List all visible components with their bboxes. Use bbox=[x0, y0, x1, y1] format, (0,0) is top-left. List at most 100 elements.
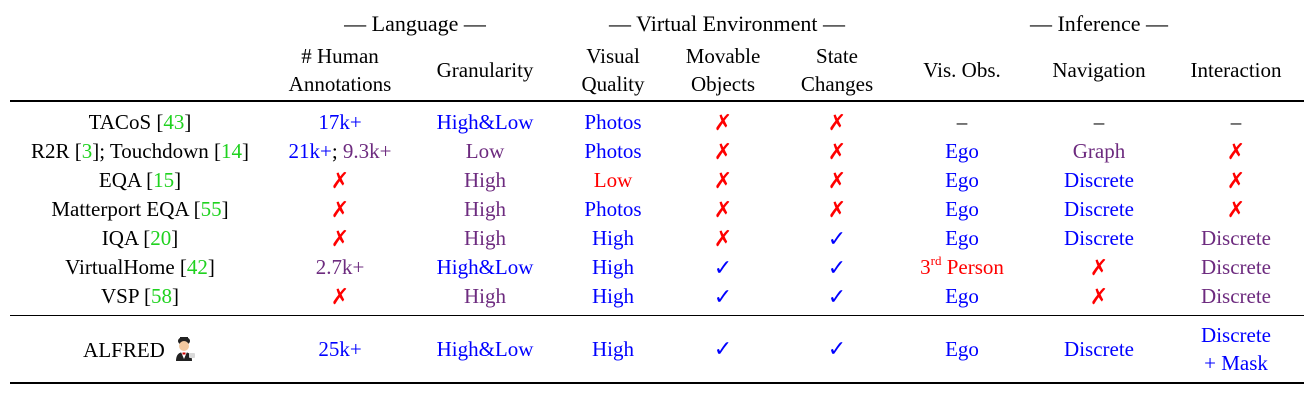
header-visual-quality: Visual Quality bbox=[581, 44, 645, 96]
group-header-row: — Language — — Virtual Environment — — I… bbox=[10, 8, 1304, 40]
cell-navigation: Graph bbox=[1072, 139, 1126, 163]
cell-interaction: – bbox=[1230, 110, 1242, 134]
cell-movable-objects: ✗ bbox=[713, 226, 733, 251]
cell-movable-objects: ✗ bbox=[713, 168, 733, 193]
column-header-row: # Human Annotations Granularity Visual Q… bbox=[10, 40, 1305, 101]
butler-icon bbox=[171, 335, 197, 361]
cell-state-changes: ✗ bbox=[827, 110, 847, 135]
cell-annotations: 25k+ bbox=[270, 315, 410, 384]
cell-interaction: ✗ bbox=[1226, 197, 1246, 222]
cell-annotations: ✗ bbox=[330, 284, 350, 309]
dataset-name: TACoS [43] bbox=[88, 110, 192, 134]
cell-visual-quality: High bbox=[592, 284, 635, 308]
citation-link[interactable]: 42 bbox=[186, 255, 208, 279]
cell-state-changes: ✓ bbox=[780, 315, 895, 384]
dataset-name: EQA [15] bbox=[98, 168, 182, 192]
cell-vis-obs: – bbox=[956, 110, 968, 134]
cell-granularity: High&Low bbox=[436, 110, 534, 134]
cell-annotations: 17k+ bbox=[318, 110, 362, 134]
citation-link[interactable]: 20 bbox=[150, 226, 172, 250]
cell-navigation: ✗ bbox=[1089, 284, 1109, 309]
cell-navigation: – bbox=[1093, 110, 1105, 134]
cell-granularity: Low bbox=[465, 139, 505, 163]
dataset-name: R2R [3]; Touchdown [14] bbox=[30, 139, 250, 163]
cell-annotations: ✗ bbox=[330, 197, 350, 222]
cell-vis-obs: Ego bbox=[945, 168, 979, 192]
cell-granularity: High&Low bbox=[436, 255, 534, 279]
cell-state-changes: ✓ bbox=[827, 255, 847, 280]
cell-state-changes: ✗ bbox=[827, 139, 847, 164]
cell-granularity: High&Low bbox=[410, 315, 561, 384]
cell-visual-quality: High bbox=[592, 255, 635, 279]
table-row: IQA [20] ✗ High High ✗ ✓ Ego Discrete Di… bbox=[10, 224, 1304, 253]
cell-visual-quality: High bbox=[592, 226, 635, 250]
table-row: VirtualHome [42] 2.7k+ High&Low High ✓ ✓… bbox=[10, 253, 1304, 282]
cell-annotations: 2.7k+ bbox=[315, 255, 365, 279]
group-inference: — Inference — bbox=[1029, 11, 1169, 36]
cell-annotations: 21k+; 9.3k+ bbox=[288, 139, 392, 163]
citation-link[interactable]: 58 bbox=[151, 284, 172, 308]
cell-interaction: ✗ bbox=[1226, 168, 1246, 193]
table-row-alfred: ALFRED 25k+ High&Low High ✓ ✓ Ego bbox=[10, 315, 1305, 384]
group-language: — Language — bbox=[344, 11, 486, 36]
table-row: R2R [3]; Touchdown [14] 21k+; 9.3k+ Low … bbox=[10, 137, 1304, 166]
dataset-name: VirtualHome [42] bbox=[65, 255, 215, 279]
header-human-annotations: # Human Annotations bbox=[288, 44, 392, 96]
cell-state-changes: ✓ bbox=[827, 284, 847, 309]
cell-granularity: High bbox=[464, 197, 506, 221]
cell-state-changes: ✗ bbox=[827, 197, 847, 222]
header-vis-obs: Vis. Obs. bbox=[923, 58, 1001, 82]
cell-vis-obs: Ego bbox=[945, 284, 979, 308]
dataset-name: IQA [20] bbox=[101, 226, 179, 250]
cell-movable-objects: ✗ bbox=[713, 110, 733, 135]
cell-interaction: Discrete + Mask bbox=[1168, 315, 1305, 384]
cell-visual-quality: Photos bbox=[584, 110, 642, 134]
cell-granularity: High bbox=[464, 284, 506, 308]
citation-link[interactable]: 55 bbox=[200, 197, 222, 221]
cell-visual-quality: High bbox=[560, 315, 667, 384]
cell-granularity: High bbox=[464, 226, 506, 250]
table-row: EQA [15] ✗ High Low ✗ ✗ Ego Discrete ✗ bbox=[10, 166, 1304, 195]
cell-interaction: Discrete bbox=[1201, 255, 1271, 279]
cell-visual-quality: Photos bbox=[584, 139, 642, 163]
cell-vis-obs: Ego bbox=[945, 139, 979, 163]
cell-annotations: ✗ bbox=[330, 168, 350, 193]
cell-vis-obs: Ego bbox=[894, 315, 1031, 384]
cell-navigation: Discrete bbox=[1064, 168, 1134, 192]
citation-link[interactable]: 14 bbox=[221, 139, 243, 163]
cell-interaction: Discrete bbox=[1201, 226, 1271, 250]
cell-vis-obs: Ego bbox=[945, 226, 979, 250]
cell-movable-objects: ✓ bbox=[713, 255, 733, 280]
cell-navigation: Discrete bbox=[1064, 226, 1134, 250]
citation-link[interactable]: 15 bbox=[153, 168, 175, 192]
cell-state-changes: ✗ bbox=[827, 168, 847, 193]
cell-visual-quality: Low bbox=[593, 168, 633, 192]
citation-link[interactable]: 3 bbox=[81, 139, 93, 163]
header-navigation: Navigation bbox=[1052, 58, 1146, 82]
cell-navigation: ✗ bbox=[1089, 255, 1109, 280]
dataset-name: ALFRED bbox=[10, 315, 270, 384]
cell-movable-objects: ✗ bbox=[713, 197, 733, 222]
cell-movable-objects: ✓ bbox=[713, 284, 733, 309]
cell-movable-objects: ✗ bbox=[713, 139, 733, 164]
cell-navigation: Discrete bbox=[1064, 197, 1134, 221]
header-movable-objects: Movable Objects bbox=[685, 44, 761, 96]
cell-interaction: ✗ bbox=[1226, 139, 1246, 164]
cell-movable-objects: ✓ bbox=[666, 315, 781, 384]
dataset-name: VSP [58] bbox=[101, 284, 179, 308]
header-granularity: Granularity bbox=[436, 58, 534, 82]
group-virtual-environment: — Virtual Environment — bbox=[609, 11, 845, 36]
cell-state-changes: ✓ bbox=[827, 226, 847, 251]
dataset-name: Matterport EQA [55] bbox=[51, 197, 229, 221]
cell-vis-obs: Ego bbox=[945, 197, 979, 221]
cell-granularity: High bbox=[464, 168, 506, 192]
cell-interaction: Discrete bbox=[1201, 284, 1271, 308]
cell-annotations: ✗ bbox=[330, 226, 350, 251]
header-state-changes: State Changes bbox=[800, 44, 874, 96]
dataset-comparison-table: — Language — — Virtual Environment — — I… bbox=[10, 8, 1305, 384]
table-row: TACoS [43] 17k+ High&Low Photos ✗ ✗ – – … bbox=[10, 101, 1304, 137]
table-row: Matterport EQA [55] ✗ High Photos ✗ ✗ Eg… bbox=[10, 195, 1304, 224]
citation-link[interactable]: 43 bbox=[163, 110, 185, 134]
cell-visual-quality: Photos bbox=[584, 197, 642, 221]
